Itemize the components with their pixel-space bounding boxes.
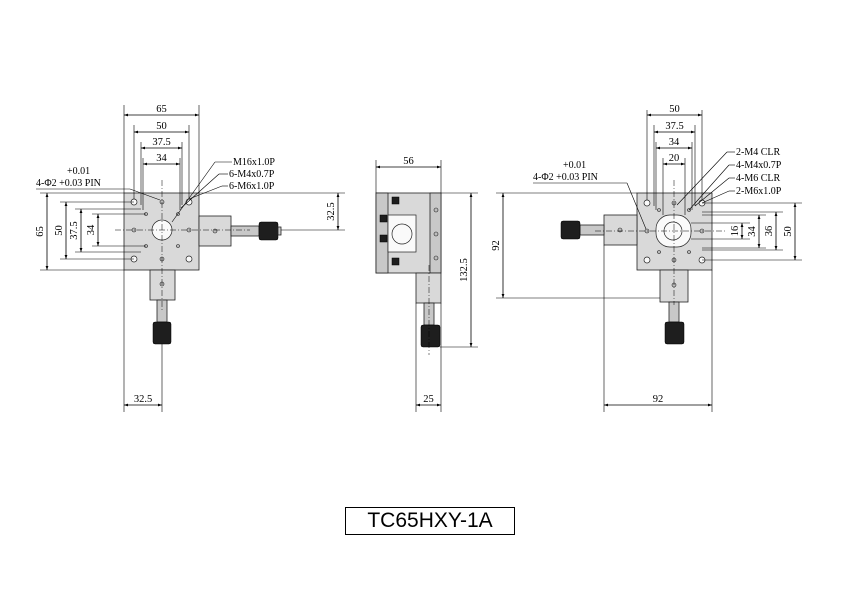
dim-bottom-width-92: 92 [653, 394, 664, 405]
bottom-small-hole [657, 208, 661, 212]
dim-top-height-37-5: 37.5 [69, 221, 80, 239]
callout-bottom-pin-label: 4-Φ2 +0.03 PIN [533, 172, 598, 183]
callout-m6-clr: 4-M6 CLR [736, 173, 781, 184]
top-micrometer-bottom-knob [152, 321, 172, 345]
top-corner-hole [185, 198, 193, 206]
bottom-micrometer-left-spindle [579, 224, 605, 236]
bottom-view: 50 37.5 34 20 92 92 16 34 [491, 104, 802, 412]
top-small-hole [176, 244, 180, 248]
dim-top-34: 34 [156, 153, 167, 164]
dim-side-56: 56 [403, 156, 414, 167]
callout-m4: 4-M4x0.7P [736, 160, 782, 171]
top-micrometer-right-spindle [230, 225, 260, 237]
dim-bottom-34-v: 34 [747, 226, 758, 237]
bottom-micrometer-bottom-knob [664, 321, 685, 345]
callout-pin-tol: +0.01 [67, 166, 90, 177]
bottom-small-hole [687, 250, 691, 254]
side-micrometer-knob [420, 324, 441, 348]
side-screw [391, 196, 400, 205]
dim-bottom-34: 34 [669, 137, 680, 148]
callout-m16: M16x1.0P [233, 157, 275, 168]
bottom-corner-hole [643, 199, 651, 207]
top-corner-hole [185, 255, 193, 263]
dim-bottom-16: 16 [730, 226, 741, 237]
side-view: 56 132.5 25 [375, 156, 478, 412]
side-hole [433, 231, 439, 237]
dim-bottom-height-92: 92 [491, 240, 502, 251]
callout-m4-clr: 2-M4 CLR [736, 147, 781, 158]
dim-top-50: 50 [156, 121, 167, 132]
dim-bottom-20: 20 [669, 153, 680, 164]
callout-pin-label: 4-Φ2 +0.03 PIN [36, 178, 101, 189]
callout-m4: 6-M4x0.7P [229, 169, 275, 180]
side-screw [379, 234, 388, 243]
top-view: 65 50 37.5 34 65 50 37.5 34 32 [35, 104, 345, 412]
dim-top-height-34: 34 [86, 224, 97, 235]
dim-top-37-5: 37.5 [152, 137, 170, 148]
callout-m6: 2-M6x1.0P [736, 186, 782, 197]
dim-bottom-37-5: 37.5 [665, 121, 683, 132]
top-micrometer-right-knob [258, 221, 279, 241]
side-micrometer-body [415, 272, 442, 304]
side-hole [433, 255, 439, 261]
dim-top-bottom-32-5: 32.5 [134, 394, 152, 405]
top-micrometer-right-cap [277, 226, 282, 236]
dim-bottom-36: 36 [764, 226, 775, 237]
side-screw [379, 214, 388, 223]
dim-side-25: 25 [423, 394, 434, 405]
callout-m6: 6-M6x1.0P [229, 181, 275, 192]
top-micrometer-screw [212, 228, 218, 234]
bottom-corner-hole [643, 256, 651, 264]
bottom-micrometer-screw [617, 227, 623, 233]
side-center-hole [391, 223, 413, 245]
side-hole [433, 207, 439, 213]
model-title: TC65HXY-1A [345, 507, 515, 535]
side-screw [391, 257, 400, 266]
callout-bottom-pin-tol: +0.01 [563, 160, 586, 171]
dim-bottom-50: 50 [669, 104, 680, 115]
bottom-micrometer-left-knob [560, 220, 581, 240]
dim-top-height-50: 50 [54, 225, 65, 236]
dim-side-132-5: 132.5 [459, 258, 470, 282]
side-stage-rail [375, 192, 389, 274]
dim-top-65: 65 [156, 104, 167, 115]
dim-top-offset-32-5: 32.5 [326, 202, 337, 220]
dim-top-height-65: 65 [35, 226, 46, 237]
dim-bottom-50-v: 50 [783, 226, 794, 237]
bottom-small-hole [657, 250, 661, 254]
